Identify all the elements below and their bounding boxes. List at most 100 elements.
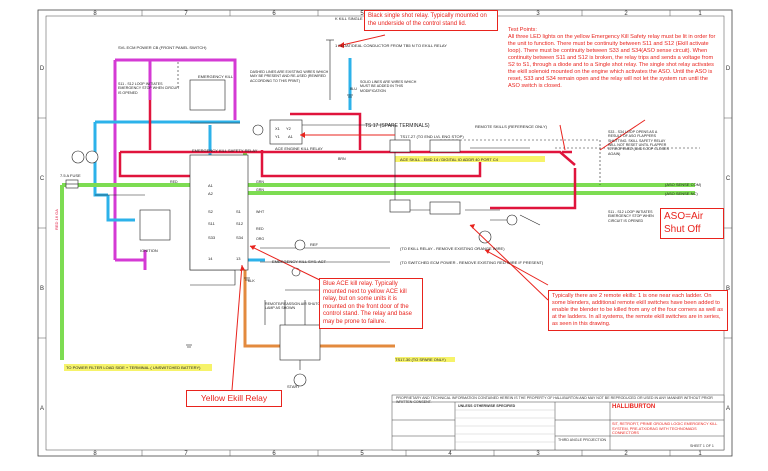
col-label: 6 [272, 11, 276, 17]
terminal-a1: A1 [208, 183, 214, 188]
ignition-switch [139, 209, 171, 241]
ts17-terminal-a [389, 139, 411, 153]
terminal-labels: A1 A2 S2 S1 S11 S12 S33 S34 14 13 X1 A1 … [208, 126, 294, 261]
terminal-s34: S34 [236, 235, 244, 240]
ecm-power-label: SVL ECM POWER CB (FRONT PANEL SWITCH) [118, 45, 207, 50]
col-label: 7 [184, 11, 188, 17]
emergency-kill-label: EMERGENCY KILL [198, 74, 234, 79]
wire-labels: RED GRN GRN WHT RED ORG BRN BLU BLK [170, 87, 357, 283]
terminal-y1: Y1 [275, 134, 281, 139]
schematic-labels: K KILL SINGLE SHOT (BASE SKILL) 1 FLOAT/… [60, 16, 702, 389]
row-label: B [726, 286, 730, 292]
wire-label-blu: BLU [350, 87, 357, 91]
col-label: 3 [536, 11, 540, 17]
row-label: B [40, 286, 44, 292]
col-label: 1 [698, 451, 702, 457]
safety-relay-label: EMERGENCY KILL SAFETY RELAY [192, 148, 258, 153]
power-filter-label: TO POWER FILTER LOAD SIDE + TERMINAL ( U… [66, 365, 201, 370]
ref-label: REF [310, 242, 319, 247]
col-label: 8 [93, 451, 97, 457]
row-label: D [40, 66, 45, 72]
magenta-wires [113, 58, 237, 270]
flow-conductor-label: 1 FLOAT/DEAL CONDUCTOR FROM TB5 N TO EKI… [335, 43, 447, 48]
ace-engine-kill-relay-label: ACE ENGINE KILL RELAY [275, 146, 323, 151]
row-label: C [726, 176, 731, 182]
ace-kill-relay-callout: Blue ACE kill relay. Typically mounted n… [319, 278, 423, 329]
terminal-26 [478, 230, 492, 244]
solid-lines-note: SOLID LINES ARE WIRES WHICH MUST BE ADDE… [360, 80, 417, 93]
dashed-lines-note: DASHED LINES ARE EXISTING WIRES WHICH MA… [250, 70, 329, 83]
fuse-icon [65, 179, 79, 189]
terminal-s1: S1 [236, 209, 242, 214]
emergency-kill-safety-relay-box [189, 154, 249, 271]
terminal-s11: S11 [208, 221, 216, 226]
test-points-panel: Test Points: All three LED lights on the… [508, 27, 720, 90]
terminal-s2: S2 [208, 209, 214, 214]
col-label: 8 [93, 11, 97, 17]
col-label: 4 [448, 451, 452, 457]
power-filter-band [64, 364, 212, 371]
col-label: 7 [184, 451, 188, 457]
terminal-y2: Y2 [286, 126, 292, 131]
wire-label-wht: WHT [256, 210, 265, 214]
company-logo: HALLIBURTON [612, 404, 656, 410]
ace-engine-kill-relay-box [269, 119, 303, 145]
callout-arrows [231, 34, 646, 391]
reset-lamp-box [279, 324, 321, 361]
title-block-rows [455, 409, 555, 443]
single-shot-relay-callout: Black single shot relay. Typically mount… [364, 10, 498, 31]
wire-label-grn: GRN [256, 180, 264, 184]
wire-label-red-2: RED [256, 227, 264, 231]
terminal-22 [71, 150, 85, 164]
ground-icon [186, 94, 353, 348]
spare-band [395, 357, 455, 362]
s33-loop-note: S33 - S34 LOOP OPENS AS A RESULT OF ASO … [608, 130, 669, 156]
aso-sense-com-label: (ASO SENSE COM) [665, 182, 702, 187]
s11-loop-note: S11 - S12 LOOP INITIATES EMERGENCY STOP … [118, 82, 180, 95]
components [139, 79, 461, 361]
aso-sense-nc-label: (ASO SENSE NC) [665, 191, 698, 196]
reset-lamp-note: REMOTE/REASSIGN AIR SHUTOFF LAMP AS SHOW… [265, 302, 325, 311]
remote-ekills-callout: Typically there are 2 remote ekills: 1 i… [548, 290, 728, 331]
ts17-terminal-b [389, 199, 411, 213]
proprietary-notice: PROPRIETARY AND TECHNICAL INFORMATION CO… [396, 396, 713, 405]
remote-skills-label: REMOTE SKILLS (REFERENCE ONLY) [475, 124, 548, 129]
emergency-kill-switch [189, 79, 226, 111]
ts17-end-label: TS17-27 (TO END LVL ENG STOP) [400, 134, 464, 139]
border-labels: 8 7 6 5 4 3 2 1 8 7 6 5 4 3 2 1 D C B A … [40, 11, 731, 457]
drawing-title: SIT, RETROFIT, PRIME GROUND LOGIC EMERGE… [612, 422, 718, 436]
col-label: 2 [624, 11, 628, 17]
column-ticks [38, 10, 732, 456]
row-label: A [726, 406, 730, 412]
wire-label-org: ORG [256, 237, 264, 241]
remote-ekill-2 [429, 201, 461, 215]
red-lamp [291, 267, 301, 277]
descriptive-notes: S11 - S12 LOOP INITIATES EMERGENCY STOP … [118, 70, 669, 311]
remote-ekill-1 [429, 139, 461, 153]
row-label: D [726, 66, 731, 72]
terminal-13: 13 [236, 256, 241, 261]
sheet-number: SHEET 1 OF 1 [690, 444, 714, 448]
terminal-x1: X1 [275, 126, 281, 131]
col-label: 6 [272, 451, 276, 457]
fuse-label: 7.5 A FUSE [60, 173, 81, 178]
title-block [391, 394, 725, 451]
terminal-ref-1 [294, 239, 306, 251]
start-label: START [287, 384, 300, 389]
wire-label-red: RED [170, 180, 178, 184]
row-label: A [40, 406, 44, 412]
to-switched-ecm-label: (TO SWITCHED ECM POWER - REMOVE EXISTING… [400, 260, 544, 265]
s11-remote-note: S11 - S12 LOOP INITIATES EMERGENCY STOP … [608, 210, 654, 223]
wire-label-grn-2: GRN [256, 188, 264, 192]
dashed-wires [177, 62, 700, 185]
col-label: 1 [698, 11, 702, 17]
col-label: 3 [536, 451, 540, 457]
ts-spare-label: TS17-30 (TO SPARE ONLY) [395, 357, 446, 362]
start-button [293, 373, 307, 387]
third-angle-label: THIRD ANGLE PROJECTION [558, 438, 607, 442]
terminal-14: 14 [208, 256, 213, 261]
yellow-ekill-relay-callout: Yellow Ekill Relay [186, 390, 282, 407]
ignition-label: IGNITION [140, 248, 158, 253]
